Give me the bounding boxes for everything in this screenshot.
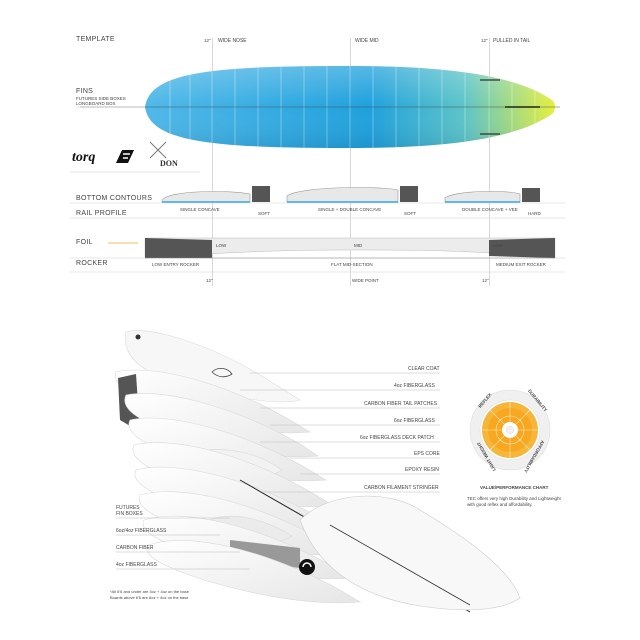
don-logo: DON bbox=[146, 140, 182, 174]
rail-item-3: HARD bbox=[528, 211, 541, 216]
ref-line-left bbox=[212, 38, 213, 286]
rocker-item-1: LOW ENTRY ROCKER bbox=[152, 262, 200, 267]
chart-desc-line1: TEC offers very high Durability and Ligh… bbox=[467, 496, 561, 501]
ref-right-label: PULLED IN TAIL bbox=[493, 38, 531, 44]
fins-sub1: FUTURES SIDE BOXES bbox=[76, 96, 126, 101]
template-label: TEMPLATE bbox=[76, 36, 115, 43]
rocker-label: ROCKER bbox=[76, 260, 108, 267]
futures-logo bbox=[114, 148, 136, 164]
rocker-bottom-right: 12" bbox=[482, 278, 489, 283]
ref-right-num: 12" bbox=[481, 38, 488, 43]
rail-item-2: SOFT bbox=[404, 211, 416, 216]
fins-label: FINS bbox=[76, 88, 94, 95]
chart-desc-line2: with good reflex and affordability. bbox=[467, 502, 533, 507]
rail-profile-label: RAIL PROFILE bbox=[76, 210, 127, 217]
left-label-fin-boxes: FUTURES FIN BOXES bbox=[116, 505, 143, 517]
fins-sub2: LONGBOARD BOX bbox=[76, 101, 116, 106]
ref-left-num: 12" bbox=[204, 38, 211, 43]
layer-label-5: 6oz FIBERGLASS DECK PATCH bbox=[360, 435, 434, 441]
contour-item-2: SINGLE + DOUBLE CONCAVE bbox=[318, 207, 382, 212]
don-logo-text: DON bbox=[160, 159, 178, 168]
ref-line-mid bbox=[350, 38, 351, 286]
footnote-line2: Boards above 6'6 are 6oz + 4oz on the ba… bbox=[110, 595, 189, 600]
rocker-item-2: FLAT MID-SECTION bbox=[331, 262, 373, 267]
rocker-bottom-mid: WIDE POINT bbox=[352, 278, 379, 283]
layer-label-6: EPS CORE bbox=[414, 451, 440, 457]
ref-mid-label: WIDE MID bbox=[355, 38, 379, 44]
layer-label-3: CARBON FIBER TAIL PATCHES bbox=[364, 401, 438, 407]
rail-item-1: SOFT bbox=[258, 211, 270, 216]
rocker-item-3: MEDIUM EXIT ROCKER bbox=[496, 262, 546, 267]
layer-label-7: EPOXY RESIN bbox=[405, 467, 439, 473]
left-label-fiberglass-64: 6oz/4oz FIBERGLASS bbox=[116, 528, 167, 534]
rocker-bottom-left: 12" bbox=[206, 278, 213, 283]
contour-item-3: DOUBLE CONCAVE + VEE bbox=[462, 207, 518, 212]
left-label-carbon-fiber: CARBON FIBER bbox=[116, 545, 154, 551]
layer-label-1: CLEAR COAT bbox=[408, 366, 440, 372]
left-label-fiberglass-4: 4oz FIBERGLASS bbox=[116, 562, 157, 568]
layer-label-8: CARBON FILAMENT STRINGER bbox=[364, 485, 439, 491]
bottom-contours-label: BOTTOM CONTOURS bbox=[76, 195, 153, 202]
ref-line-right bbox=[489, 38, 490, 286]
layer-label-4: 6oz FIBERGLASS bbox=[394, 418, 435, 424]
foil-item-2: MID bbox=[354, 243, 363, 248]
layer-label-2: 4oz FIBERGLASS bbox=[394, 383, 435, 389]
footnote-line1: *All 6'6 and under are 4oz + 4oz on the … bbox=[110, 589, 189, 594]
foil-item-3: LOW bbox=[493, 243, 504, 248]
chart-title: VALUE/PERFORMANCE CHART bbox=[480, 485, 549, 490]
foil-label: FOIL bbox=[76, 239, 93, 246]
contour-item-1: SINGLE CONCAVE bbox=[180, 207, 220, 212]
torq-logo-text: torq bbox=[72, 150, 96, 165]
ref-left-label: WIDE NOSE bbox=[218, 38, 247, 44]
torq-logo: torq bbox=[72, 150, 95, 166]
foil-item-1: LOW bbox=[216, 243, 227, 248]
